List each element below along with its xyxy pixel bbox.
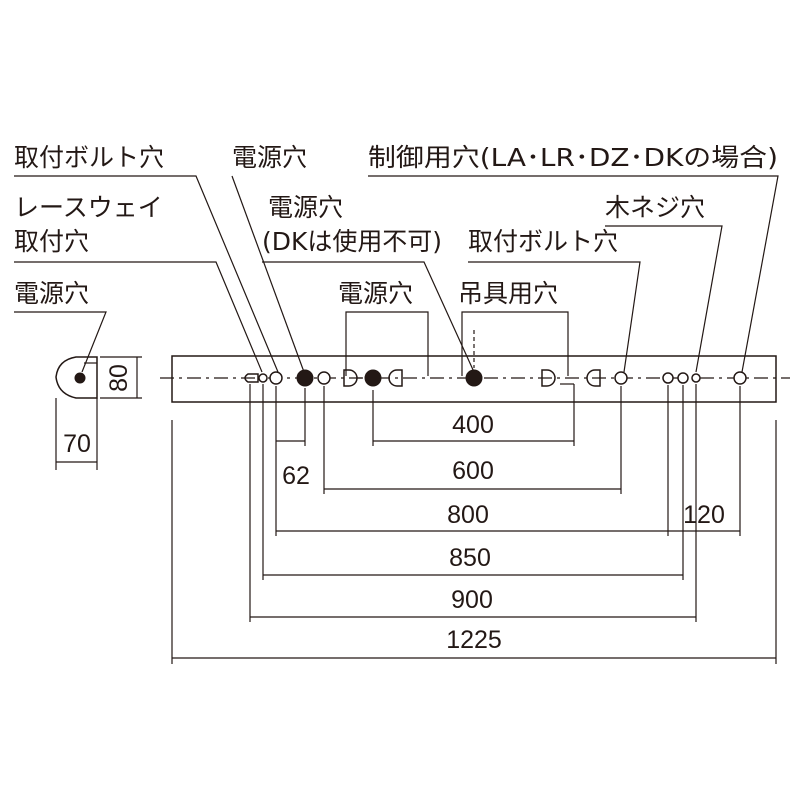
power-hole-center-left — [364, 369, 382, 387]
side-profile: 80 70 — [55, 356, 142, 470]
raceway-hole-left — [258, 373, 268, 383]
leader-mount-bolt-right — [468, 261, 641, 373]
wood-screw-hole-right — [691, 373, 701, 383]
dim-side-height: 80 — [105, 364, 133, 392]
hole-right-a — [662, 372, 674, 384]
dim-120: 120 — [683, 501, 725, 529]
label-wood-screw-hole: 木ネジ穴 — [605, 193, 705, 222]
leader-power-hole-top — [231, 175, 305, 373]
wood-screw-hole-left — [317, 371, 331, 385]
dim-850: 850 — [449, 544, 491, 572]
dim-side-width: 70 — [63, 430, 91, 458]
dim-900: 900 — [451, 586, 493, 614]
dim-1225: 1225 — [446, 626, 502, 654]
hole-right-b — [677, 372, 689, 384]
label-control-hole: 制御用穴(LA･LR･DZ･DKの場合) — [368, 143, 778, 172]
label-power-hole-dk-line1: 電源穴 — [268, 193, 343, 222]
side-power-hole-icon — [74, 372, 86, 384]
leader-power-dk — [262, 261, 475, 373]
leader-power-hole-center — [345, 311, 429, 376]
dim-62: 62 — [282, 462, 310, 490]
leader-mount-bolt-left — [14, 175, 279, 373]
d-hole-right — [541, 369, 556, 387]
leader-hanger — [461, 311, 569, 376]
label-hanger-hole: 吊具用穴 — [458, 279, 558, 308]
side-profile-body — [55, 356, 98, 399]
slot-hole-left — [244, 373, 259, 383]
power-hole-center — [465, 369, 483, 387]
label-raceway-hole-line1: レースウェイ — [14, 193, 163, 222]
dim-800: 800 — [447, 501, 489, 529]
leader-power-hole-side — [14, 311, 107, 373]
fixture-body-outline — [171, 355, 777, 403]
dim-400: 400 — [452, 411, 494, 439]
label-power-hole-dk-line2: (DKは使用不可) — [262, 227, 442, 256]
d-hole-left-mirror — [388, 369, 403, 387]
label-power-hole-side: 電源穴 — [14, 279, 89, 308]
leader-control-hole — [368, 175, 779, 373]
mount-bolt-hole-right-inner — [614, 371, 628, 385]
d-hole-right-mirror — [586, 369, 601, 387]
label-raceway-hole-line2: 取付穴 — [14, 227, 89, 256]
dim-600: 600 — [452, 457, 494, 485]
control-hole-right — [733, 371, 747, 385]
leader-wood-screw — [605, 225, 723, 373]
label-power-hole-top: 電源穴 — [232, 143, 307, 172]
label-mount-bolt-hole-left: 取付ボルト穴 — [14, 143, 164, 172]
leader-lines — [14, 175, 779, 376]
label-power-hole-center: 電源穴 — [338, 279, 413, 308]
d-hole-left — [343, 369, 358, 387]
mount-bolt-hole-left — [269, 371, 283, 385]
fixture-body — [160, 330, 790, 403]
label-mount-bolt-hole-right: 取付ボルト穴 — [468, 227, 618, 256]
leader-raceway — [14, 261, 263, 373]
power-hole-left — [296, 369, 314, 387]
dimension-lines: 400 62 600 120 800 850 900 122 — [171, 383, 777, 664]
